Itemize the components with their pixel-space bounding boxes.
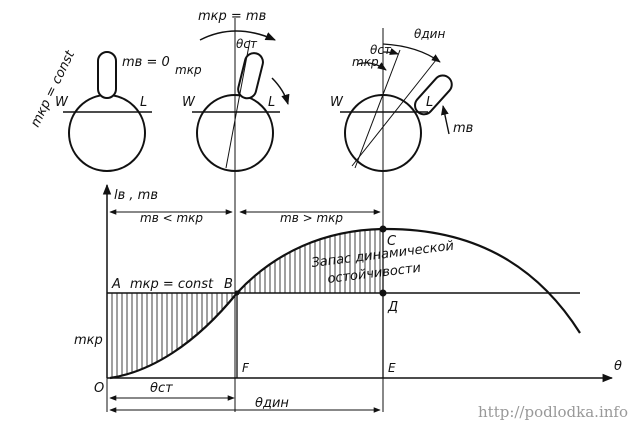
point-C [379,225,387,233]
mkr-arrow-2 [271,77,290,106]
label-O: O [94,381,104,396]
point-B [234,290,240,296]
sail-tower-2 [237,52,264,100]
heeled-axis-2 [225,39,251,169]
ship-static-heel: mкр = mв θст mкр W L [175,9,290,412]
mv-arrow-3 [441,105,450,135]
heeled-axis-3b [351,59,437,167]
ship-dynamic-heel: θст θдин mкр mв W L [330,27,473,412]
x-axis-label: θ [614,359,622,374]
label-D: Д [387,300,398,315]
theta-st-label-2: θст [236,37,258,51]
moment-arc-2 [199,30,276,41]
mkr-const-label: mкр = const [130,277,214,292]
wl-left-3: W [330,95,344,110]
mkr-label-2: mкр [175,63,202,77]
wl-right-3: L [426,95,433,110]
wl-right-2: L [268,95,275,110]
label-F: F [242,361,250,375]
mkr-equals-mv-label: mкр = mв [198,9,266,24]
point-D [379,289,387,297]
heeled-axis-3a [354,49,401,169]
ship-upright: W L mв = 0 mкр = const [28,48,170,172]
mkr-arrow-3 [357,62,387,71]
hatching [111,229,381,378]
stability-graph: mв < mкр mв > mкр θст θдин lв , mв θ mкр… [74,183,622,413]
mkr-label-3: mкр [352,55,379,69]
restoring-curve [109,227,581,380]
zone-right-label: mв > mкр [280,211,343,225]
theta-din-label: θдин [255,396,289,411]
sail-tower-3 [414,74,453,116]
watermark: http://podlodka.info [478,403,628,421]
mv-label-3: mв [453,121,473,136]
theta-din-arc [382,43,441,63]
hull-circle-1 [68,94,146,172]
wl-left-2: W [182,95,196,110]
theta-st-label: θст [150,381,173,396]
y-axis-label: lв , mв [114,188,158,203]
mkr-const-vertical-label: mкр = const [28,48,78,130]
wl-left-1: W [55,95,69,110]
label-B: B [224,277,233,292]
heel-moment-label-1: mв = 0 [122,55,170,70]
sail-tower-1 [97,51,117,99]
theta-st-arc-3 [382,47,399,55]
label-E: E [388,361,396,375]
label-A: A [111,277,121,292]
mkr-axis-label: mкр [74,333,103,348]
label-C: C [387,234,397,249]
zone-left-label: mв < mкр [140,211,203,225]
theta-st-label-3: θст [370,43,392,57]
wl-right-1: L [140,95,147,110]
theta-din-label-3: θдин [414,27,445,41]
